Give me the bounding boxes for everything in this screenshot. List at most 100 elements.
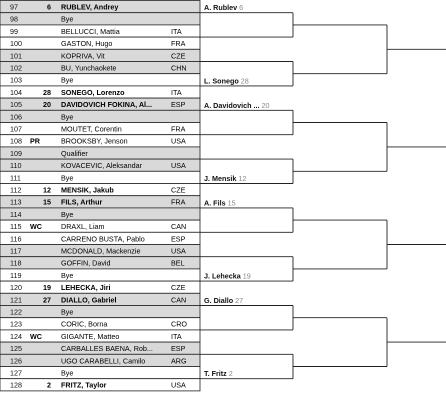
player-name[interactable]: CARRENO BUSTA, Pablo (61, 234, 145, 243)
draw-position: 109 (10, 149, 22, 158)
player-name[interactable]: LEHECKA, Jiri (61, 283, 111, 292)
player-name[interactable]: FRITZ, Taylor (61, 381, 107, 390)
player-name[interactable]: Bye (61, 76, 73, 85)
round2-winner[interactable]: G. Diallo 27 (204, 296, 243, 305)
draw-position: 119 (10, 271, 21, 280)
country-code: ITA (171, 88, 182, 97)
player-name[interactable]: DIALLO, Gabriel (61, 295, 117, 304)
player-name[interactable]: DAVIDOVICH FOKINA, Al... (61, 100, 152, 109)
player-name[interactable]: MENSIK, Jakub (61, 186, 114, 195)
draw-position: 127 (10, 369, 22, 378)
round2-winner[interactable]: L. Sonego 28 (204, 76, 249, 85)
player-name[interactable]: GIGANTE, Matteo (61, 332, 119, 341)
player-name[interactable]: UGO CARABELLI, Camilo (61, 356, 145, 365)
round2-winner[interactable]: A. Fils 15 (204, 198, 236, 207)
draw-row-100[interactable]: 100 GASTON, Hugo FRA (0, 36, 201, 50)
draw-position: 115 (10, 222, 21, 231)
player-name[interactable]: KOVACEVIC, Aleksandar (61, 161, 143, 170)
player-name[interactable]: MOUTET, Corentin (61, 125, 122, 134)
round2-winner[interactable]: J. Mensik 12 (204, 174, 246, 183)
draw-row-127[interactable]: 127 Bye (0, 366, 201, 380)
player-name[interactable]: Qualifier (61, 149, 88, 158)
player-name[interactable]: Bye (61, 369, 73, 378)
country-code: ITA (171, 27, 182, 36)
row-background (0, 12, 201, 26)
country-code: USA (171, 381, 186, 390)
player-name[interactable]: FILS, Arthur (61, 198, 102, 207)
player-name[interactable]: CARBALLES BAENA, Rob... (61, 344, 153, 353)
player-name[interactable]: DRAXL, Liam (61, 222, 105, 231)
row-background (0, 366, 201, 380)
country-code: ITA (171, 332, 182, 341)
player-name[interactable]: MCDONALD, Mackenzie (61, 247, 140, 256)
player-name[interactable]: Bye (61, 210, 73, 219)
draw-row-111[interactable]: 111 Bye (0, 170, 201, 184)
round2-winner[interactable]: A. Davidovich ... 20 (204, 101, 270, 110)
round2-winner[interactable]: A. Rublev 6 (204, 3, 243, 12)
draw-position: 112 (10, 186, 21, 195)
player-name[interactable]: Bye (61, 112, 73, 121)
draw-row-98[interactable]: 98 Bye (0, 12, 201, 26)
player-name[interactable]: BROOKSBY, Jenson (61, 137, 128, 146)
player-name[interactable]: RUBLEV, Andrey (61, 3, 118, 12)
draw-row-119[interactable]: 119 Bye (0, 268, 201, 282)
player-name[interactable]: Bye (61, 173, 73, 182)
country-code: CAN (171, 222, 186, 231)
country-code: ESP (171, 234, 186, 243)
country-code: FRA (171, 125, 186, 134)
player-name[interactable]: BELLUCCI, Mattia (61, 27, 120, 36)
player-name[interactable]: Bye (61, 15, 73, 24)
player-name[interactable]: SONEGO, Lorenzo (61, 88, 125, 97)
draw-position: 121 (10, 295, 22, 304)
draw-position: 111 (10, 173, 21, 182)
draw-position: 98 (10, 15, 18, 24)
draw-row-107[interactable]: 107 MOUTET, Corentin FRA (0, 122, 201, 136)
draw-position: 107 (10, 125, 22, 134)
player-name[interactable]: CORIC, Borna (61, 320, 107, 329)
country-code: FRA (171, 198, 186, 207)
draw-row-109[interactable]: 109 Qualifier (0, 146, 201, 160)
draw-position: 126 (10, 356, 22, 365)
round2-winner[interactable]: J. Lehecka 19 (204, 272, 251, 281)
draw-position: 125 (10, 344, 22, 353)
country-code: CZE (171, 51, 186, 60)
player-name[interactable]: Bye (61, 308, 73, 317)
entry-tag: WC (30, 222, 42, 231)
round2-winner[interactable]: T. Fritz 2 (204, 369, 233, 378)
player-name[interactable]: Bye (61, 271, 73, 280)
draw-position: 100 (10, 39, 22, 48)
draw-row-115[interactable]: 115 WC DRAXL, Liam CAN (0, 219, 201, 233)
player-name[interactable]: BU, Yunchaokete (61, 64, 116, 73)
seed-number: 19 (43, 283, 51, 292)
player-name[interactable]: KOPRIVA, Vit (61, 51, 105, 60)
player-name[interactable]: GOFFIN, David (61, 259, 111, 268)
player-name[interactable]: GASTON, Hugo (61, 39, 112, 48)
row-background (0, 146, 201, 160)
country-code: FRA (171, 39, 186, 48)
